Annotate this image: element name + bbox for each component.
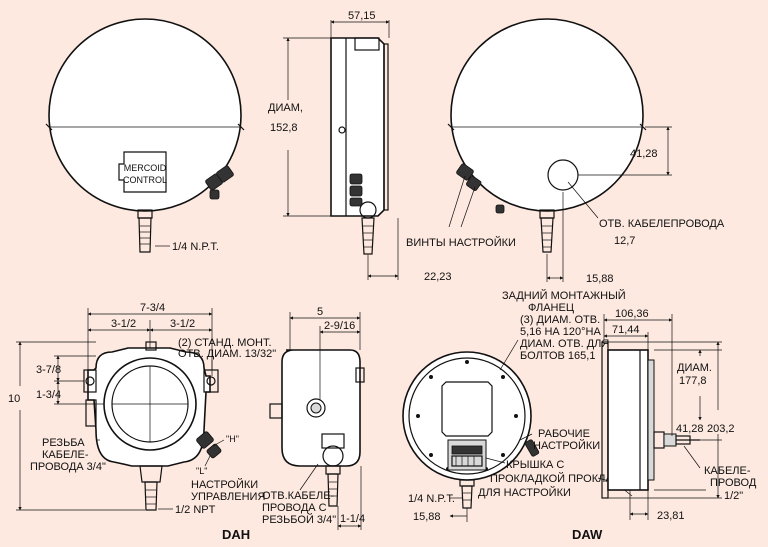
daw-side-view: 106,36 71,44 ДИАМ. 177,8 41,28 203,2 КАБ… — [601, 308, 757, 522]
daw-cable-2: ПРОВОД — [710, 477, 757, 489]
daw-dim-outer: 106,36 — [615, 308, 649, 320]
daw-cable-1: КАБЕЛЕ- — [704, 465, 751, 477]
dah-height-upper: 3-7/8 — [36, 364, 61, 376]
dah-side-depth: 5 — [317, 306, 323, 318]
daw-cover-3: ДЛЯ НАСТРОЙКИ — [478, 486, 571, 499]
daw-back-flange-1: ЗАДНИЙ МОНТАЖНЫЙ — [502, 289, 626, 302]
daw-back-flange-3: (3) ДИАМ. ОТВ. — [520, 314, 600, 326]
dah-cable-thread-1: РЕЗЬБА — [42, 437, 85, 449]
dah-height-lower: 1-3/4 — [36, 389, 61, 401]
dah-width-left: 3-1/2 — [111, 318, 136, 330]
dah-conduit-thread-1: ОТВ.КАБЕЛЕ- — [262, 490, 335, 502]
daw-dim-41: 41,28 — [676, 423, 704, 435]
daw-dim-inner: 71,44 — [612, 324, 640, 336]
daw-dim-203: 203,2 — [707, 423, 735, 435]
back-conduit-offset: 41,28 — [630, 148, 658, 160]
side-view-gauge: 57,15 ДИАМ, 152,8 22,23 — [268, 10, 452, 283]
dah-cable-thread-2: КАБЕЛЕ- — [42, 449, 89, 461]
dah-side-view: 5 2-9/16 ОТВ.КАБЕЛЕ- ПРОВОДА С РЕЗЬБОЙ 3… — [262, 306, 365, 530]
daw-cover-1: КРЫШКА С — [506, 459, 564, 471]
daw-npt-dist: 15,88 — [413, 511, 441, 523]
daw-title: DAW — [572, 527, 603, 542]
side-diameter-label-2: 152,8 — [270, 122, 298, 134]
dah-title: DAH — [222, 527, 250, 542]
dah-control-settings-2: УПРАВЛЕНИЯ — [191, 491, 265, 503]
side-depth-label: 57,15 — [348, 10, 376, 22]
back-conduit-hole-2: 12,7 — [614, 235, 635, 247]
daw-cable-3: 1/2" — [724, 490, 743, 502]
daw-diameter-2: 177,8 — [679, 375, 707, 387]
dah-side-bottom: 1-1/4 — [340, 513, 365, 525]
front-badge-line2: CONTROL — [123, 175, 167, 185]
daw-cover-2: ПРОКЛАДКОЙ ПРОКЛАДКА — [490, 472, 635, 485]
dah-height-total: 10 — [8, 393, 20, 405]
dah-cable-thread-3: ПРОВОДА 3/4" — [30, 461, 106, 473]
dah-mark-h: "H" — [226, 434, 239, 444]
daw-work-settings-1: РАБОЧИЕ — [538, 428, 590, 440]
dah-front-view: 7-3/4 3-1/2 3-1/2 (2) СТАНД. МОНТ. ОТВ. … — [8, 302, 276, 542]
dah-conduit-thread-2: ПРОВОДА С — [262, 502, 327, 514]
dah-width-right: 3-1/2 — [170, 318, 195, 330]
dah-width-total: 7-3/4 — [140, 302, 165, 314]
daw-npt: 1/4 N.P.T. — [408, 493, 455, 505]
dah-control-settings-1: НАСТРОЙКИ — [191, 478, 258, 491]
dah-npt: 1/2 NPT — [175, 504, 216, 516]
dah-mount-holes-2: ОТВ. ДИАМ. 13/32" — [178, 348, 276, 360]
back-conduit-dist: 15,88 — [586, 273, 614, 285]
adjust-screws-label: ВИНТЫ НАСТРОЙКИ — [406, 236, 516, 249]
daw-dim-bottom: 23,81 — [657, 510, 685, 522]
front-badge-line1: MERCOID — [124, 163, 167, 173]
front-view-gauge: MERCOID CONTROL 1/4 N.P.T. — [45, 18, 245, 253]
daw-work-settings-2: НАСТРОЙКИ — [533, 439, 600, 452]
side-offset-label: 22,23 — [424, 271, 452, 283]
dah-conduit-thread-3: РЕЗЬБОЙ 3/4" — [262, 513, 336, 526]
daw-back-flange-6: БОЛТОВ 165,1 — [520, 350, 595, 362]
daw-front-view: ЗАДНИЙ МОНТАЖНЫЙ ФЛАНЕЦ (3) ДИАМ. ОТВ. 5… — [402, 289, 635, 542]
dah-mark-l: "L" — [196, 466, 207, 476]
back-view-gauge: 41,28 ОТВ. КАБЕЛЕПРОВОДА 12,7 ВИНТЫ НАСТ… — [406, 18, 725, 285]
daw-back-flange-4: 5,16 НА 120°НА — [520, 326, 601, 338]
front-pipe-label: 1/4 N.P.T. — [172, 241, 219, 253]
dah-mount-holes-1: (2) СТАНД. МОНТ. — [178, 337, 272, 349]
daw-diameter-1: ДИАМ. — [677, 362, 712, 374]
back-conduit-hole-1: ОТВ. КАБЕЛЕПРОВОДА — [599, 218, 725, 230]
dah-side-offset: 2-9/16 — [324, 320, 355, 332]
daw-back-flange-2: ФЛАНЕЦ — [528, 302, 574, 314]
side-diameter-label-1: ДИАМ, — [268, 102, 303, 114]
daw-back-flange-5: ДИАМ. ОТВ. ДЛЯ — [520, 338, 609, 350]
